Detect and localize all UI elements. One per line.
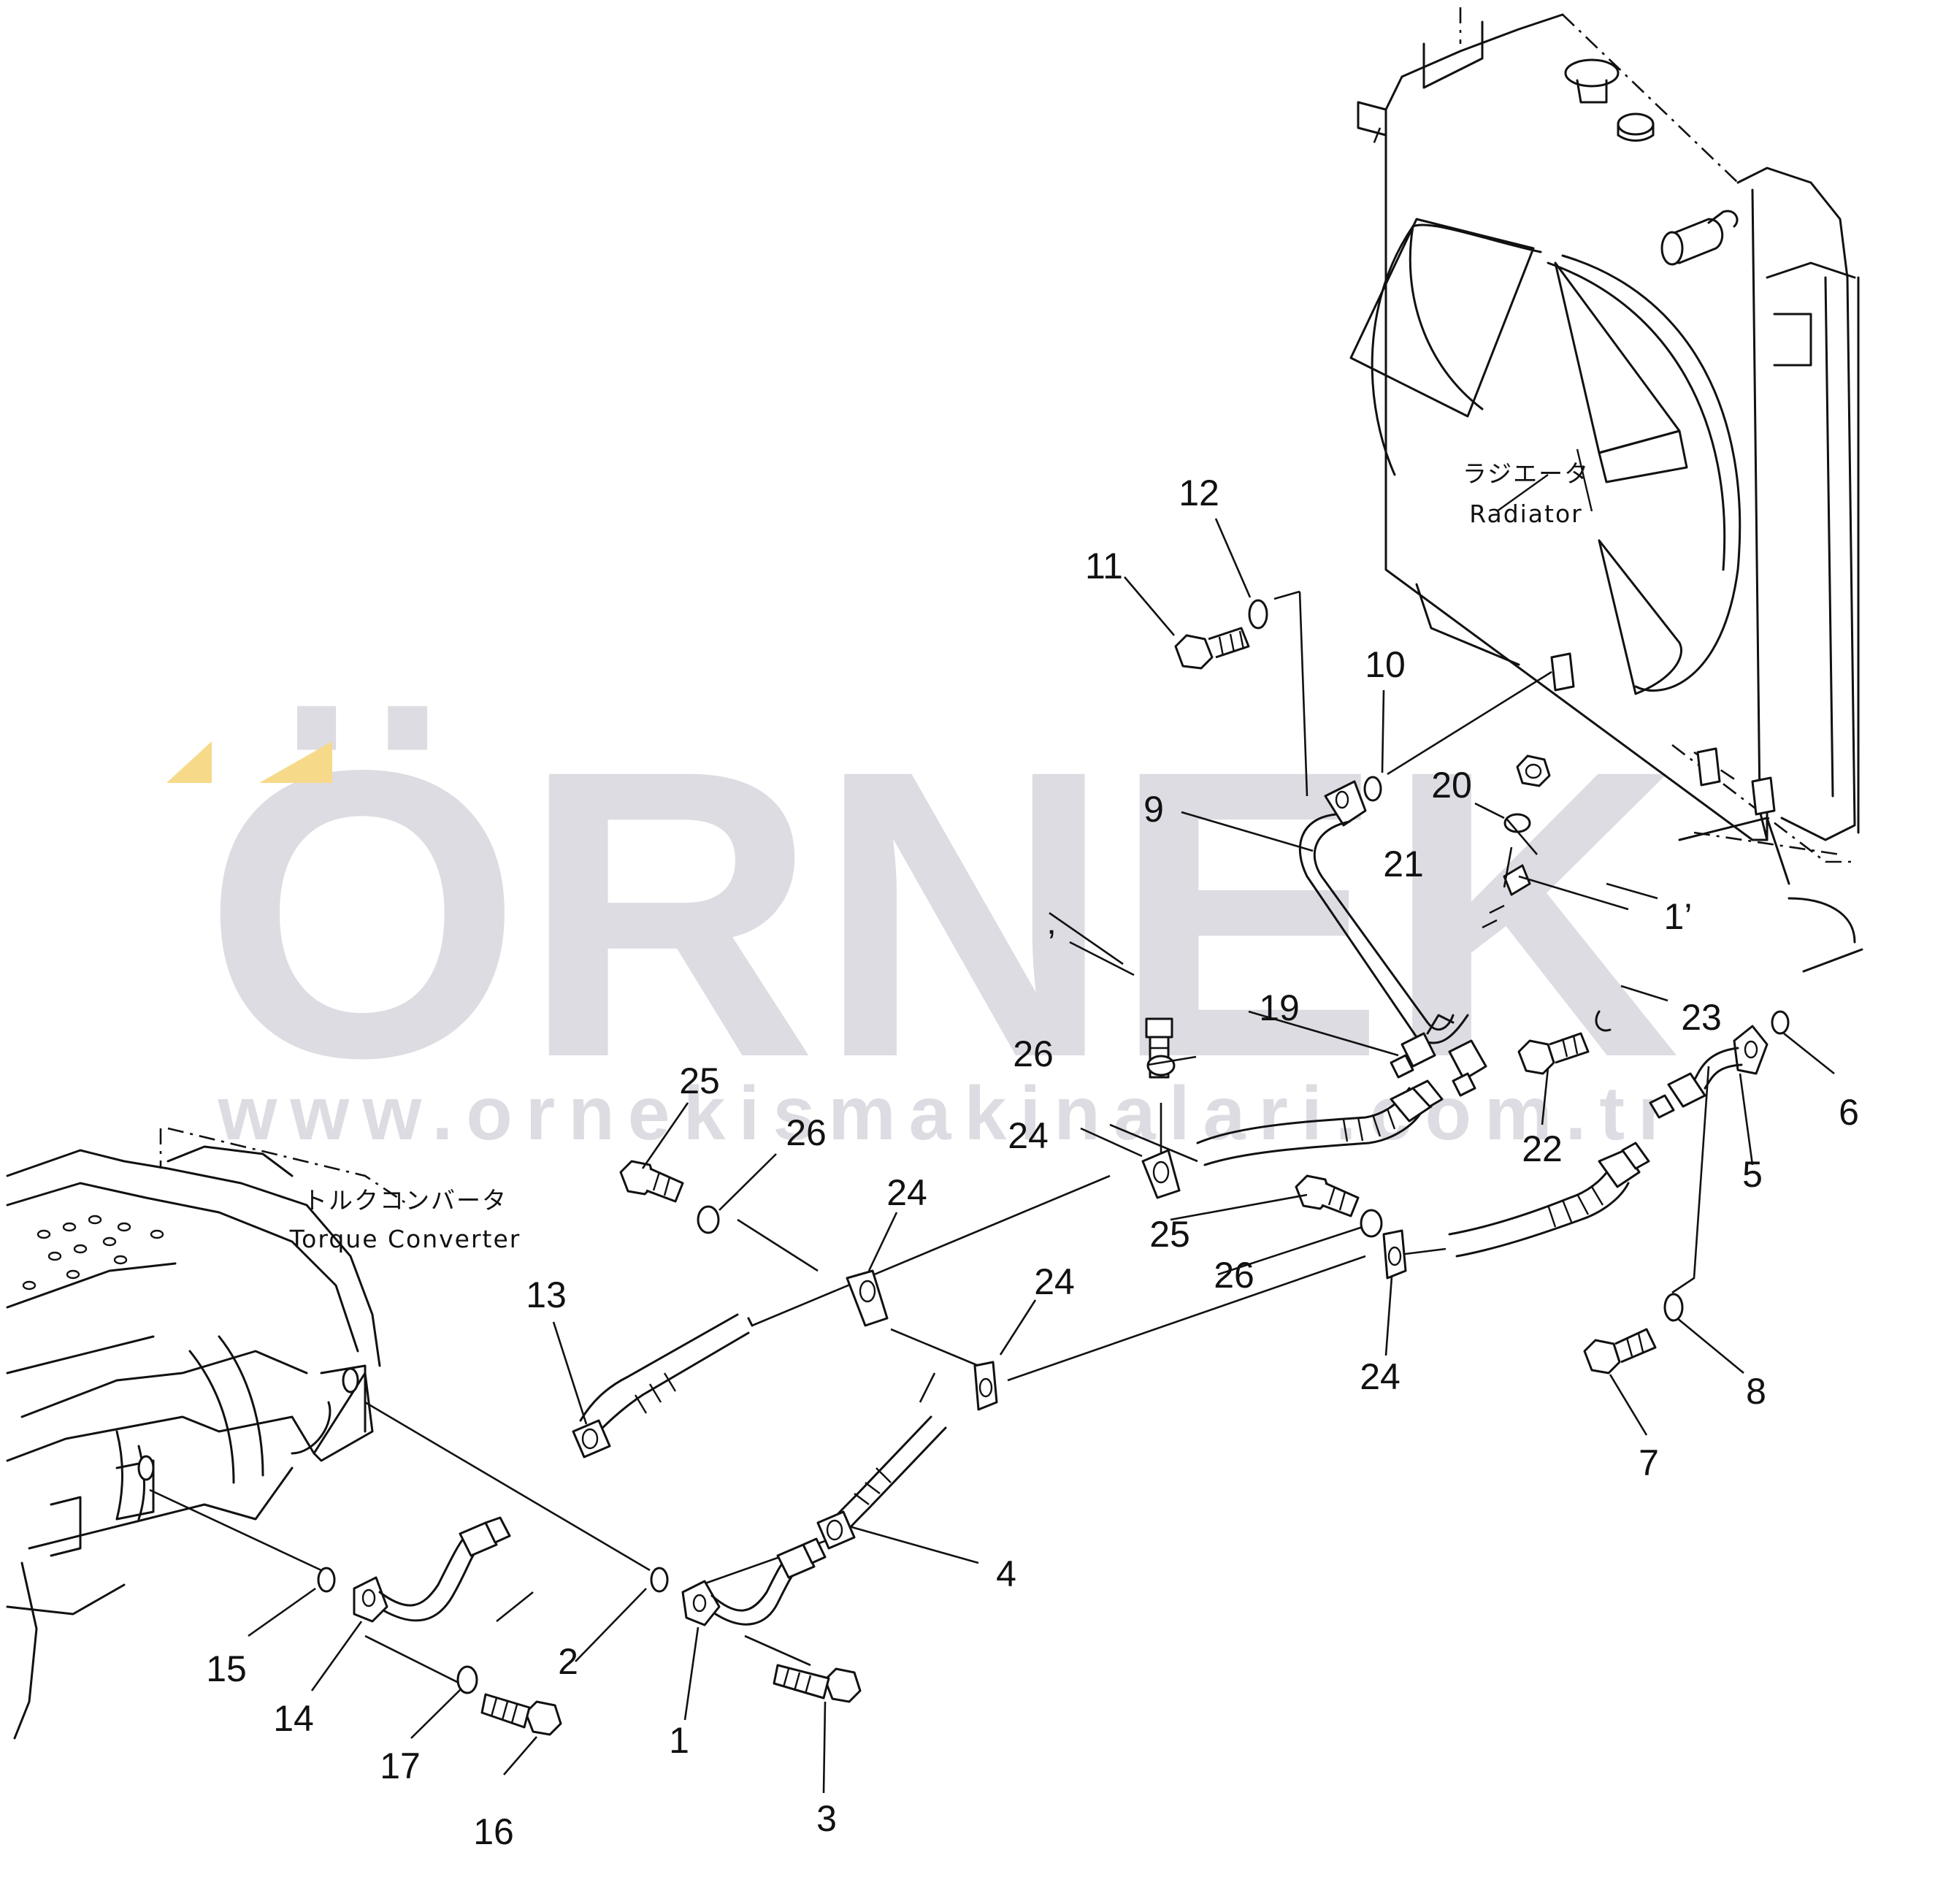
callout-23: 23: [1681, 997, 1722, 1038]
callout-22: 22: [1522, 1128, 1563, 1169]
callout-5: 5: [1742, 1154, 1763, 1195]
hose-upper: [1196, 1079, 1444, 1166]
radiator-label-en: Radiator: [1469, 500, 1582, 528]
callout-12: 12: [1179, 473, 1219, 513]
callouts: 12 11 10 20 9 21 1’ ’ 19 23 26 6 25 26 2…: [206, 473, 1859, 1852]
callout-3: 3: [816, 1798, 837, 1839]
callout-9: 9: [1143, 789, 1164, 830]
part-19-fitting: [1390, 1014, 1455, 1079]
part-8-washer: [1663, 1293, 1684, 1322]
part-3-bolt: [773, 1664, 862, 1703]
callout-26-top: 26: [1013, 1033, 1054, 1074]
part-25-bolt-left: [619, 1160, 684, 1203]
callout-1: 1: [669, 1720, 689, 1761]
callout-20: 20: [1431, 765, 1472, 806]
watermark-accents: [166, 741, 332, 783]
part-26-washer-top: [1146, 1055, 1176, 1077]
callout-16: 16: [473, 1811, 514, 1852]
watermark-accent-left: [166, 741, 212, 783]
callout-8: 8: [1746, 1371, 1766, 1412]
part-10-oring: [1363, 776, 1382, 802]
part-2-oring: [650, 1567, 669, 1593]
part-20-nut: [1516, 754, 1551, 787]
callout-18-partial: 1’: [1664, 896, 1693, 937]
part-5-pipe: [1649, 1025, 1769, 1119]
part-9-pipe: [1298, 780, 1487, 1097]
callout-19: 19: [1259, 987, 1300, 1028]
part-7-bolt: [1583, 1328, 1657, 1375]
callout-17: 17: [380, 1746, 421, 1786]
callout-4: 4: [996, 1553, 1016, 1594]
callout-15: 15: [206, 1648, 247, 1689]
callout-14: 14: [273, 1698, 314, 1739]
part-22-bolt: [1517, 1032, 1590, 1075]
callout-26-lower: 26: [1214, 1255, 1254, 1296]
assembly-lines: [149, 590, 1710, 1689]
callout-24-mid: 24: [886, 1172, 927, 1213]
watermark-accent-right: [259, 741, 332, 783]
part-13-hose: [572, 1313, 754, 1458]
callout-25-lower: 25: [1149, 1214, 1190, 1255]
part-14-pipe: [353, 1516, 511, 1623]
watermark-brand: ÖRNEK: [204, 685, 1680, 1142]
part-17-washer: [456, 1665, 478, 1694]
callout-partial-left: ’: [1047, 922, 1055, 963]
part-26-washer-lower: [1360, 1209, 1383, 1238]
callout-26-left: 26: [786, 1112, 827, 1153]
clamps-24: [846, 1149, 1407, 1411]
bolt-holes: [22, 1215, 164, 1291]
callout-24-right: 24: [1360, 1356, 1401, 1397]
part-15-oring: [317, 1567, 336, 1593]
callout-10: 10: [1365, 644, 1406, 685]
part-21-washer: [1503, 813, 1531, 833]
part-16-bolt: [480, 1693, 562, 1736]
part-25-bolt-upper: [1295, 1174, 1360, 1217]
radiator-assembly: ラジエータ Radiator: [1349, 7, 1863, 973]
hose-right: [1448, 1142, 1650, 1258]
leader-lines: [248, 518, 1835, 1794]
torque-label-jp: トルクコンバータ: [303, 1186, 507, 1215]
radiator-label-jp: ラジエータ: [1463, 459, 1590, 488]
callout-6: 6: [1839, 1092, 1859, 1133]
callout-2: 2: [558, 1641, 578, 1682]
callout-21: 21: [1383, 844, 1424, 884]
part-1-pipe: [681, 1537, 827, 1626]
part-18-bracket: [1482, 864, 1531, 929]
callout-24-upper: 24: [1008, 1115, 1049, 1156]
part-4-hose: [816, 1415, 947, 1550]
part-6-oring: [1771, 1010, 1790, 1035]
part-12-washer: [1248, 599, 1268, 630]
callout-13: 13: [526, 1274, 567, 1315]
callout-7: 7: [1639, 1442, 1659, 1483]
callout-11: 11: [1085, 546, 1123, 586]
part-26-washer-left: [697, 1205, 720, 1234]
torque-converter: トルクコンバータ Torque Converter: [6, 1127, 521, 1740]
part-23-clip: [1595, 1010, 1612, 1032]
callout-25-left: 25: [679, 1060, 720, 1101]
torque-label-en: Torque Converter: [289, 1225, 521, 1253]
callout-24-lower: 24: [1034, 1261, 1075, 1302]
part-11-bolt: [1174, 627, 1250, 670]
